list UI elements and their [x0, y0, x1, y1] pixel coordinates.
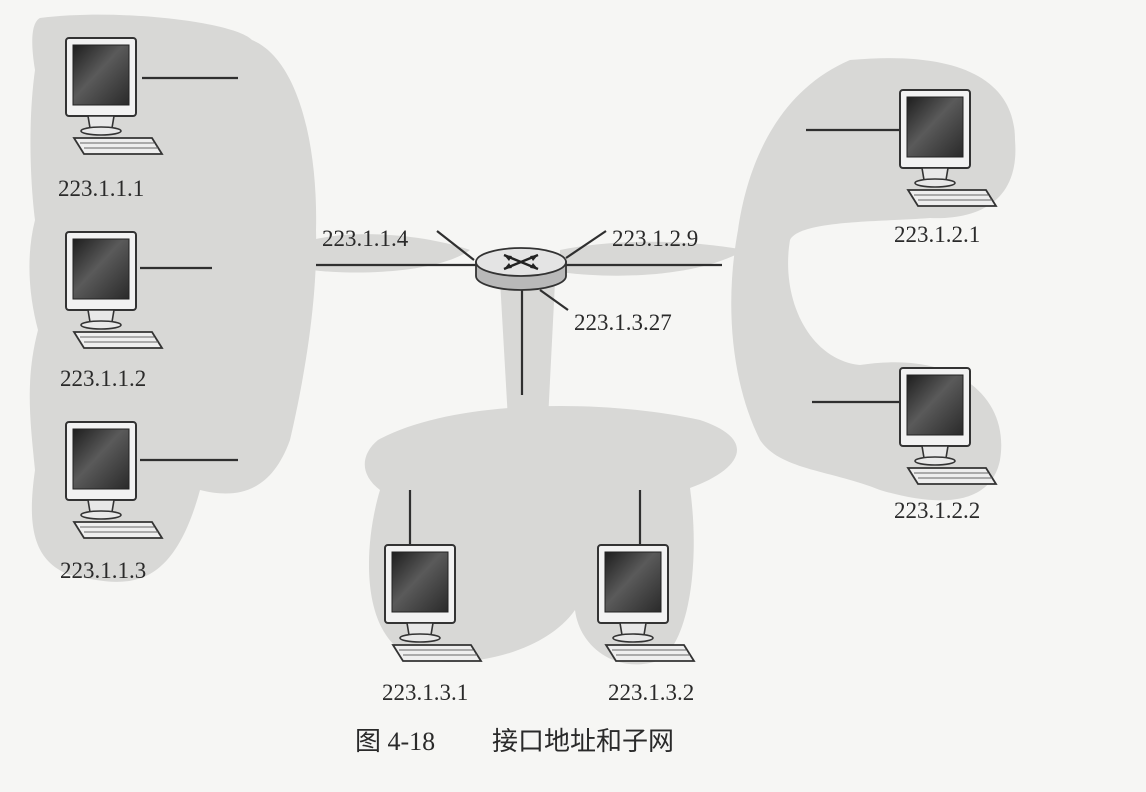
host-address-label: 223.1.3.1	[382, 680, 468, 705]
figure-caption: 接口地址和子网	[492, 727, 674, 756]
router-interface-label: 223.1.1.4	[322, 226, 409, 251]
router	[475, 247, 567, 291]
host-address-label: 223.1.1.1	[58, 176, 144, 201]
router-interface-label: 223.1.3.27	[574, 310, 672, 335]
subnet-2-links	[566, 128, 908, 404]
host-address-label: 223.1.2.2	[894, 498, 980, 523]
router-interface-label: 223.1.2.9	[612, 226, 698, 251]
host-address-label: 223.1.3.2	[608, 680, 694, 705]
host-address-label: 223.1.2.1	[894, 222, 980, 247]
figure-number: 图 4-18	[355, 727, 435, 756]
subnet-1-links	[140, 76, 476, 462]
host-address-label: 223.1.1.2	[60, 366, 146, 391]
interface-pointers	[436, 230, 607, 311]
host-address-label: 223.1.1.3	[60, 558, 146, 583]
subnet-3-links	[408, 286, 642, 548]
